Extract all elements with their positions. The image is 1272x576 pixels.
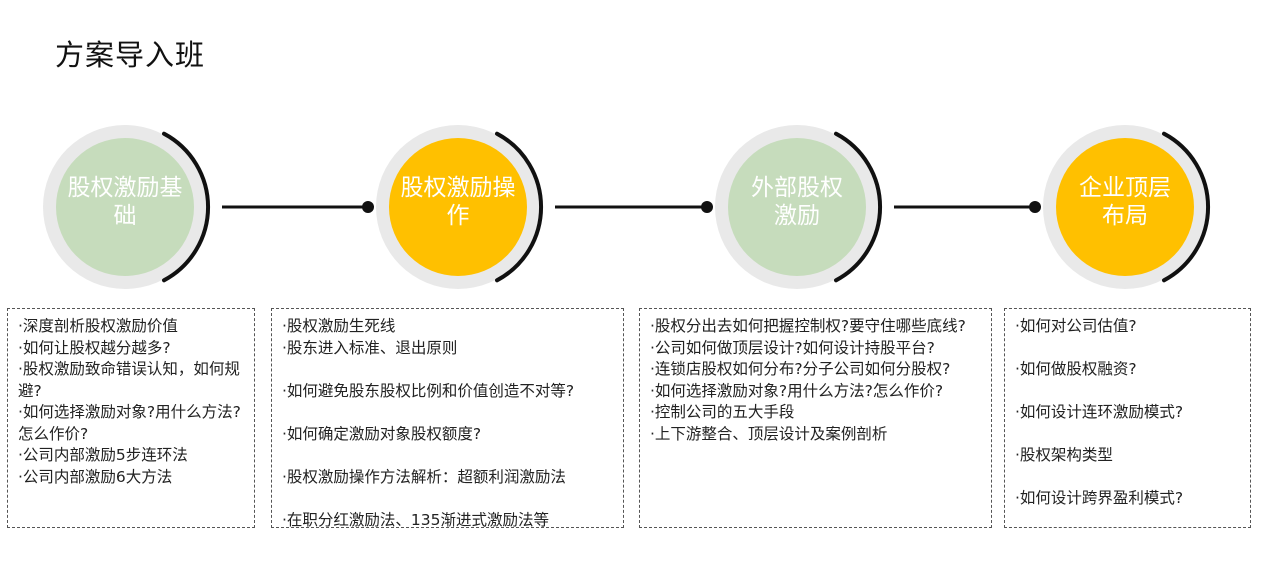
connector-dot: [362, 201, 374, 213]
detail-item: ·如何设计连环激励模式?: [1015, 403, 1184, 421]
stage-label-3: 外部股权激励: [751, 175, 843, 229]
stage-detail-box-1: ·深度剖析股权激励价值·如何让股权越分越多?·股权激励致命错误认知，如何规避?·…: [7, 308, 255, 528]
detail-item: ·公司内部激励6大方法: [18, 467, 173, 486]
stage-label-1: 股权激励基础: [67, 175, 183, 229]
detail-item: ·股权激励操作方法解析：超额利润激励法: [282, 467, 566, 486]
page-title: 方案导入班: [55, 38, 206, 72]
detail-item: ·如何设计跨界盈利模式?: [1015, 489, 1184, 507]
stage-circle: [389, 138, 527, 276]
detail-item: ·连锁店股权如何分布?分子公司如何分股权?: [650, 360, 951, 378]
detail-item: [1015, 467, 1242, 489]
detail-item: [1015, 424, 1242, 446]
detail-item: ·控制公司的五大手段: [650, 403, 795, 421]
detail-item: ·如何避免股东股权比例和价值创造不对等?: [282, 381, 575, 400]
detail-item: ·如何选择激励对象?用什么方法?怎么作价?: [650, 381, 944, 400]
detail-item: ·股权激励致命错误认知，如何规避?: [18, 360, 240, 400]
detail-item: ·公司如何做顶层设计?如何设计持股平台?: [650, 338, 935, 357]
detail-item: [282, 445, 615, 467]
detail-item: ·股权分出去如何把握控制权?要守住哪些底线?: [650, 317, 966, 335]
detail-item: [282, 359, 615, 381]
stage-detail-box-4: ·如何对公司估值? ·如何做股权融资? ·如何设计连环激励模式? ·股权架构类型…: [1004, 308, 1251, 528]
stage-arc: [834, 131, 883, 283]
detail-item: ·股权架构类型: [1015, 446, 1113, 464]
detail-item: [282, 402, 615, 424]
detail-item: ·上下游整合、顶层设计及案例剖析: [650, 424, 888, 443]
stage-label-4: 企业顶层布局: [1079, 175, 1171, 229]
detail-item: ·如何确定激励对象股权额度?: [282, 424, 482, 443]
detail-item: ·如何让股权越分越多?: [18, 338, 171, 357]
detail-item: ·公司内部激励5步连环法: [18, 446, 188, 464]
stage-detail-box-3: ·股权分出去如何把握控制权?要守住哪些底线? ·公司如何做顶层设计?如何设计持股平…: [639, 308, 992, 528]
detail-item: ·股东进入标准、退出原则: [282, 338, 458, 357]
detail-item: [1015, 381, 1242, 403]
detail-item: ·股权激励生死线: [282, 317, 396, 335]
detail-item: ·在职分红激励法、135渐进式激励法等: [282, 510, 550, 528]
detail-item: ·如何对公司估值?: [1015, 317, 1137, 335]
stage-arc: [495, 131, 544, 283]
stage-circle: [1056, 138, 1194, 276]
detail-item: ·如何做股权融资?: [1015, 360, 1137, 378]
stage-arc: [162, 131, 211, 283]
connector-dot: [701, 201, 713, 213]
detail-item: ·如何选择激励对象?用什么方法?怎么作价?: [18, 403, 241, 443]
connector-dot: [1029, 201, 1041, 213]
detail-item: ·深度剖析股权激励价值: [18, 317, 178, 335]
detail-item: [1015, 338, 1242, 360]
stage-detail-box-2: ·股权激励生死线 ·股东进入标准、退出原则 ·如何避免股东股权比例和价值创造不对等…: [271, 308, 624, 528]
stage-circle: [56, 138, 194, 276]
stage-circle: [728, 138, 866, 276]
stage-label-2: 股权激励操作: [400, 175, 516, 229]
detail-item: [282, 488, 615, 510]
stage-arc: [1162, 131, 1211, 283]
